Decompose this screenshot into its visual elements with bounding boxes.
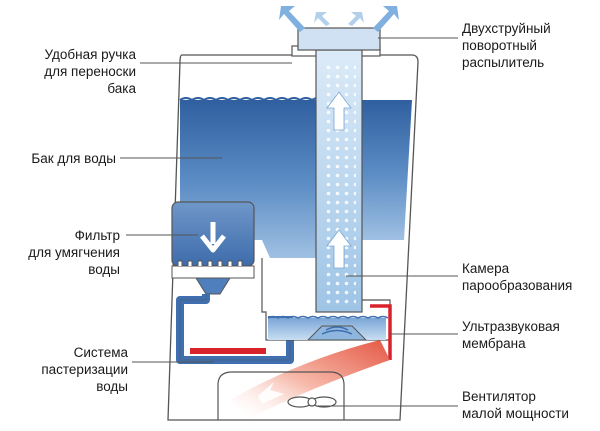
pasteurization-heater	[190, 348, 266, 354]
label-fan-line2: малой мощности	[462, 406, 569, 421]
label-membrane-line2: мембрана	[462, 336, 526, 351]
label-chamber-line2: парообразования	[462, 278, 573, 293]
ultrasonic-membrane	[306, 325, 368, 341]
label-fan-line1: Вентилятор	[462, 389, 536, 404]
label-filter-line1: Фильтр	[74, 228, 120, 243]
label-membrane: Ультразвуковая мембрана	[462, 318, 598, 352]
label-handle-line3: бака	[107, 81, 136, 96]
label-pasteurization-line1: Система	[73, 345, 128, 360]
label-handle-line2: для переноски	[44, 64, 136, 79]
leader-lines	[120, 37, 458, 407]
label-tank-line1: Бак для воды	[31, 151, 116, 166]
label-membrane-line1: Ультразвуковая	[462, 319, 560, 334]
label-sprayer-line2: поворотный	[462, 38, 537, 53]
label-pasteurization-line3: воды	[96, 379, 128, 394]
label-filter-line2: для умягчения	[28, 245, 120, 260]
fan-icon	[287, 396, 337, 408]
label-pasteurization-line2: пастеризации	[41, 362, 128, 377]
label-sprayer: Двухструйный поворотный распылитель	[462, 20, 598, 71]
heating-line	[370, 304, 392, 360]
label-fan: Вентилятор малой мощности	[462, 388, 598, 422]
label-sprayer-line3: распылитель	[462, 55, 545, 70]
evaporation-chamber	[261, 258, 391, 341]
label-handle: Удобная ручка для переноски бака	[0, 46, 136, 97]
label-filter-line3: воды	[88, 262, 120, 277]
base-chamber	[217, 371, 345, 420]
label-sprayer-line1: Двухструйный	[462, 21, 551, 36]
label-chamber-line1: Камера	[462, 261, 510, 276]
sprayer-nozzle	[297, 27, 381, 51]
label-filter: Фильтр для умягчения воды	[0, 227, 120, 278]
label-chamber: Камера парообразования	[462, 260, 598, 294]
water-tank-right	[362, 100, 412, 240]
steam-up-arrows	[326, 91, 352, 269]
label-pasteurization: Система пастеризации воды	[0, 344, 128, 395]
filter-funnel	[195, 277, 231, 295]
mist-arrows	[279, 6, 399, 32]
label-handle-line1: Удобная ручка	[44, 47, 136, 62]
label-tank: Бак для воды	[0, 150, 116, 167]
